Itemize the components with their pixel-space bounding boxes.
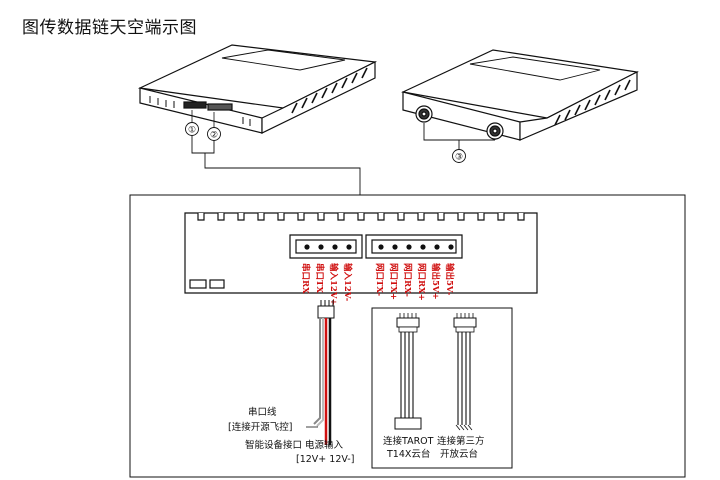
pin-label-9-sub: 5V+ [430, 280, 440, 300]
callout-bracket-left [191, 136, 361, 195]
pin-label-10: 输出 [444, 263, 455, 280]
power-input-sublabel: [12V+ 12V-] [296, 454, 354, 465]
third-party-cable [453, 313, 477, 431]
pin-label-4: 输入 [342, 263, 353, 281]
pin-label-5-sub: TX- [374, 280, 384, 297]
pin-label-10-sub: 5V- [444, 280, 454, 296]
serial-cable-sublabel: [连接开源飞控] [228, 421, 292, 433]
pin-label-6-sub: TX+ [388, 280, 398, 300]
callout-1-label: ① [188, 126, 196, 136]
tarot-cable-label: 连接TAROT [383, 435, 434, 447]
pin-label-8: 网口 [416, 263, 426, 280]
pin-label-2-sub: TX [314, 280, 324, 293]
tarot-cable [394, 313, 422, 430]
callout-2 [207, 127, 221, 141]
pin-labels: 串口 RX 串口 TX 输入 12V+ 输入 12V- 网口 TX- 网口 TX… [300, 263, 455, 306]
serial-cable-label: 串口线 [248, 406, 277, 418]
pin-label-2: 串口 [314, 263, 325, 280]
power-input-label: 智能设备接口 电源输入 [245, 439, 344, 451]
pin-label-3: 输入 [328, 263, 339, 281]
connector-network [365, 234, 463, 259]
tarot-cable-sublabel: T14X云台 [386, 448, 430, 460]
pin-label-8-sub: RX+ [416, 280, 426, 301]
third-party-cable-label: 连接第三方 [437, 435, 485, 447]
pin-label-3-sub: 12V+ [328, 280, 338, 306]
connector-power-serial [289, 234, 363, 259]
callout-2-label: ② [210, 131, 218, 141]
detail-frame [129, 194, 686, 478]
gimbal-cable-box [371, 307, 513, 469]
pin-label-1: 串口 [300, 263, 311, 280]
serial-power-cable [306, 300, 335, 445]
pin-label-4-sub: 12V- [342, 280, 352, 302]
callout-3 [452, 149, 466, 163]
pin-label-5: 网口 [374, 263, 384, 280]
pin-label-6: 网口 [388, 263, 398, 280]
pin-label-1-sub: RX [300, 280, 310, 294]
callout-3-label: ③ [455, 153, 463, 163]
pin-label-7: 网口 [402, 263, 412, 280]
callout-bracket-right [423, 123, 496, 149]
third-party-cable-sublabel: 开放云台 [440, 448, 478, 460]
diagram-title: 图传数据链天空端示图 [22, 18, 197, 38]
device-left [137, 44, 378, 134]
callout-1 [185, 122, 199, 136]
device-right [401, 49, 639, 141]
pin-label-9: 输出 [430, 263, 441, 280]
pin-label-7-sub: RX- [402, 280, 412, 297]
